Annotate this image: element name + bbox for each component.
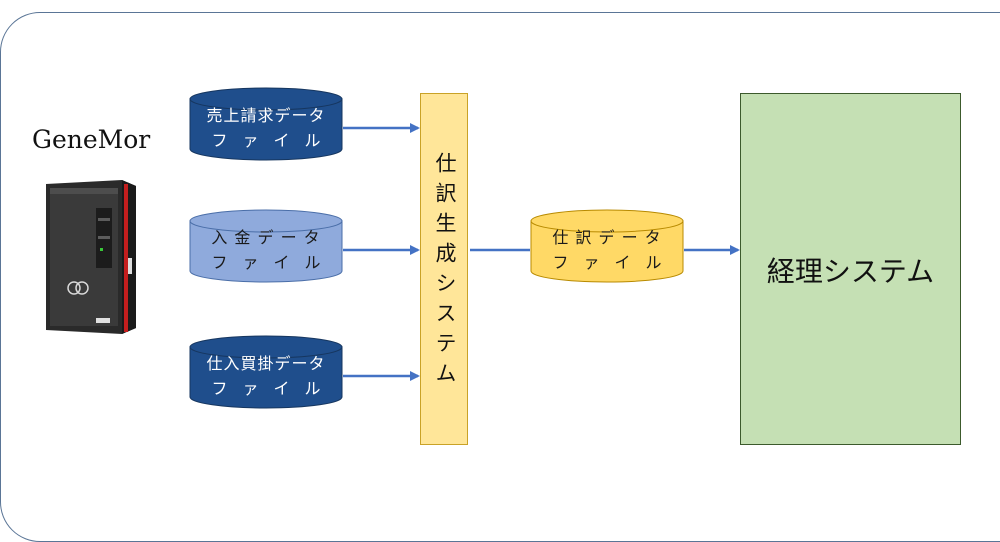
purchase-payable-file-line1: 仕入買掛データ [206,354,326,373]
server-tower-icon [46,180,136,334]
sales-billing-file-line2: ファイル [211,131,336,150]
sales-billing-file: 売上請求データ ファイル [189,87,343,161]
server-label: GeneMor [32,125,151,154]
deposit-file-line1: 入 金 デ ー タ [211,228,321,247]
journal-generation-system-label: 仕訳生成システム [433,152,457,392]
journal-data-file-line2: ファイル [552,253,677,272]
purchase-payable-file-line2: ファイル [211,379,336,398]
purchase-payable-file: 仕入買掛データ ファイル [189,335,343,409]
flow-arrows [343,123,740,381]
accounting-system: 経理システム [740,93,961,445]
deposit-file-line2: ファイル [211,253,336,272]
journal-data-file-line1: 仕 訳 デ ー タ [552,228,662,247]
journal-generation-system: 仕訳生成システム [420,93,468,445]
journal-data-file: 仕 訳 デ ー タ ファイル [530,209,684,283]
sales-billing-file-line1: 売上請求データ [206,106,326,125]
accounting-system-label: 経理システム [766,255,935,288]
deposit-file: 入 金 デ ー タ ファイル [189,209,343,283]
